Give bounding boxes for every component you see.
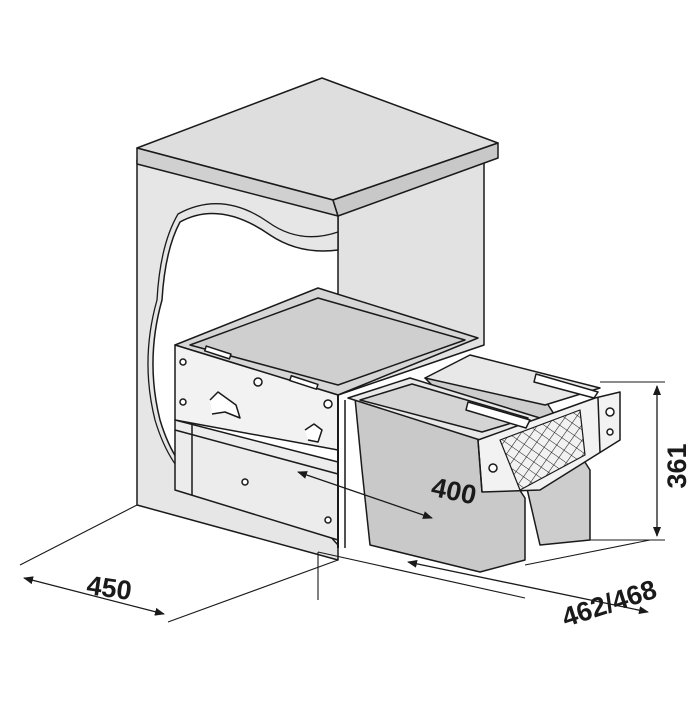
waste-bins [347, 354, 621, 573]
height-dimension-label: 361 [662, 443, 692, 488]
countertop-side-edge [332, 142, 499, 217]
rear-bin-rim [424, 354, 601, 406]
cabinet-depth-dimension-line [407, 559, 649, 615]
width-dimension-label: 450 [85, 570, 134, 606]
cabinet-depth-dimension-label: 462/468 [558, 574, 660, 633]
bin-carrier-grid [499, 409, 586, 491]
inner-depth-dimension-line [297, 471, 433, 519]
width-dimension-line [23, 576, 165, 616]
dimension-lines [23, 385, 661, 616]
